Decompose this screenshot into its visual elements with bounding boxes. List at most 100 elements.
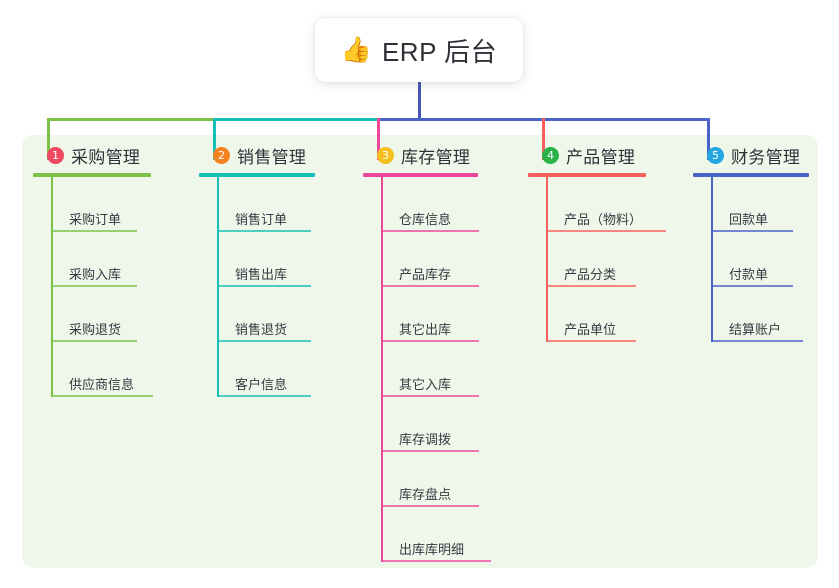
list-item[interactable]: 产品（物料） [546, 177, 666, 232]
bus-segment-1 [47, 118, 216, 121]
list-item-rule [381, 395, 479, 397]
list-item[interactable]: 采购入库 [51, 232, 137, 287]
list-item-label: 库存盘点 [399, 486, 452, 502]
column-spine-5 [711, 177, 713, 342]
column-badge-icon-4: 4 [542, 146, 559, 164]
list-item[interactable]: 产品分类 [546, 232, 636, 287]
list-item[interactable]: 采购退货 [51, 287, 137, 342]
list-item-label: 其它出库 [399, 321, 452, 337]
list-item[interactable]: 客户信息 [217, 342, 311, 397]
column-财务管理: 5 财务管理回款单付款单结算账户 [693, 141, 839, 342]
column-header-2[interactable]: 2 销售管理 [199, 141, 359, 169]
column-title-5: 财务管理 [731, 147, 801, 167]
list-item-rule [381, 230, 479, 232]
list-item[interactable]: 仓库信息 [381, 177, 479, 232]
column-item-list-2: 销售订单销售出库销售退货客户信息 [217, 177, 359, 397]
list-item-label: 采购订单 [69, 211, 122, 227]
list-item-label: 采购退货 [69, 321, 122, 337]
list-item-label: 产品库存 [399, 266, 452, 282]
column-产品管理: 4 产品管理产品（物料） 产品分类产品单位 [528, 141, 688, 342]
list-item-label: 销售出库 [235, 266, 288, 282]
column-spine-1 [51, 177, 53, 397]
list-item[interactable]: 销售订单 [217, 177, 311, 232]
column-drop-line-3 [377, 118, 380, 160]
list-item-rule [381, 340, 479, 342]
list-item[interactable]: 结算账户 [711, 287, 803, 342]
list-item-label: 仓库信息 [399, 211, 452, 227]
column-header-1[interactable]: 1 采购管理 [33, 141, 193, 169]
list-item[interactable]: 销售退货 [217, 287, 311, 342]
list-item-rule [546, 230, 666, 232]
column-header-4[interactable]: 4 产品管理 [528, 141, 688, 169]
list-item[interactable]: 其它入库 [381, 342, 479, 397]
column-drop-line-5 [707, 118, 710, 160]
root-node-title: ERP 后台 [381, 36, 498, 67]
list-item-label: 销售订单 [235, 211, 288, 227]
list-item-rule [381, 450, 479, 452]
column-库存管理: 3 库存管理仓库信息产品库存其它出库其它入库库存调拨库存盘点出库库明细 [363, 141, 523, 562]
list-item[interactable]: 回款单 [711, 177, 793, 232]
list-item[interactable]: 库存调拨 [381, 397, 479, 452]
list-item-label: 产品分类 [564, 266, 617, 282]
list-item[interactable]: 出库库明细 [381, 507, 491, 562]
list-item-rule [217, 230, 311, 232]
list-item-label: 库存调拨 [399, 431, 452, 447]
column-badge-icon-1: 1 [47, 146, 64, 164]
list-item-label: 产品（物料） [564, 211, 643, 227]
column-badge-icon-3: 3 [377, 146, 394, 164]
root-node-card[interactable]: 👍 ERP 后台 [315, 18, 523, 82]
list-item-rule [381, 560, 491, 562]
column-rule-2 [199, 173, 315, 177]
list-item-rule [51, 230, 137, 232]
column-采购管理: 1 采购管理采购订单采购入库采购退货供应商信息 [33, 141, 193, 397]
column-title-2: 销售管理 [237, 147, 307, 167]
column-title-4: 产品管理 [566, 147, 636, 167]
list-item[interactable]: 产品库存 [381, 232, 479, 287]
column-drop-line-1 [47, 118, 50, 160]
list-item[interactable]: 供应商信息 [51, 342, 153, 397]
column-title-3: 库存管理 [401, 147, 471, 167]
column-title-1: 采购管理 [71, 147, 141, 167]
list-item[interactable]: 采购订单 [51, 177, 137, 232]
column-header-3[interactable]: 3 库存管理 [363, 141, 523, 169]
list-item-rule [217, 395, 311, 397]
column-rule-1 [33, 173, 151, 177]
list-item-label: 回款单 [729, 211, 769, 227]
list-item[interactable]: 产品单位 [546, 287, 636, 342]
root-trunk-line [418, 82, 421, 121]
list-item-rule [546, 340, 636, 342]
column-drop-line-4 [542, 118, 545, 160]
column-spine-3 [381, 177, 383, 562]
list-item-label: 销售退货 [235, 321, 288, 337]
column-rule-4 [528, 173, 646, 177]
list-item-rule [51, 340, 137, 342]
column-spine-4 [546, 177, 548, 342]
list-item-label: 付款单 [729, 266, 769, 282]
list-item-label: 其它入库 [399, 376, 452, 392]
column-item-list-1: 采购订单采购入库采购退货供应商信息 [51, 177, 193, 397]
column-item-list-4: 产品（物料） 产品分类产品单位 [546, 177, 688, 342]
list-item-label: 供应商信息 [69, 376, 135, 392]
column-header-5[interactable]: 5 财务管理 [693, 141, 839, 169]
list-item-rule [711, 230, 793, 232]
root-node-content: 👍 ERP 后台 [341, 32, 497, 69]
thumbs-up-icon: 👍 [340, 35, 372, 64]
list-item[interactable]: 销售出库 [217, 232, 311, 287]
list-item[interactable]: 付款单 [711, 232, 793, 287]
column-badge-icon-2: 2 [213, 146, 230, 164]
column-rule-3 [363, 173, 478, 177]
column-badge-icon-5: 5 [707, 146, 724, 164]
list-item-label: 结算账户 [729, 321, 782, 337]
list-item-rule [381, 505, 479, 507]
list-item[interactable]: 其它出库 [381, 287, 479, 342]
list-item[interactable]: 库存盘点 [381, 452, 479, 507]
list-item-label: 产品单位 [564, 321, 617, 337]
column-销售管理: 2 销售管理销售订单销售出库销售退货客户信息 [199, 141, 359, 397]
list-item-rule [217, 285, 311, 287]
column-spine-2 [217, 177, 219, 397]
column-drop-line-2 [213, 118, 216, 160]
column-item-list-3: 仓库信息产品库存其它出库其它入库库存调拨库存盘点出库库明细 [381, 177, 523, 562]
column-item-list-5: 回款单付款单结算账户 [711, 177, 839, 342]
list-item-label: 采购入库 [69, 266, 122, 282]
list-item-rule [711, 340, 803, 342]
